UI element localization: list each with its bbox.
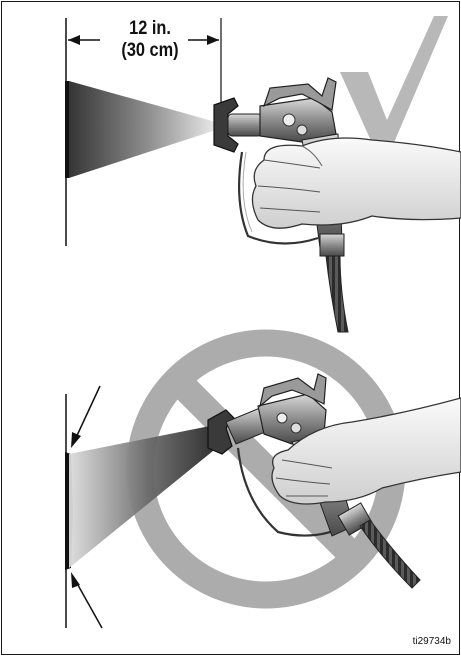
correct-technique-panel — [65, 16, 461, 332]
spray-fan — [69, 424, 224, 568]
edge-arrow-top — [74, 386, 100, 442]
spray-fan — [69, 81, 216, 178]
paint-hose-top — [320, 234, 348, 332]
figure-id: ti29734b — [413, 636, 451, 647]
incorrect-technique-panel — [65, 343, 461, 628]
distance-metric: (30 cm) — [107, 40, 193, 62]
hand-correct — [252, 138, 461, 228]
distance-imperial: 12 in. — [107, 18, 193, 40]
spray-pattern-on-wall — [65, 81, 69, 178]
check-mark-icon — [340, 16, 448, 152]
distance-label: 12 in. (30 cm) — [107, 18, 193, 62]
